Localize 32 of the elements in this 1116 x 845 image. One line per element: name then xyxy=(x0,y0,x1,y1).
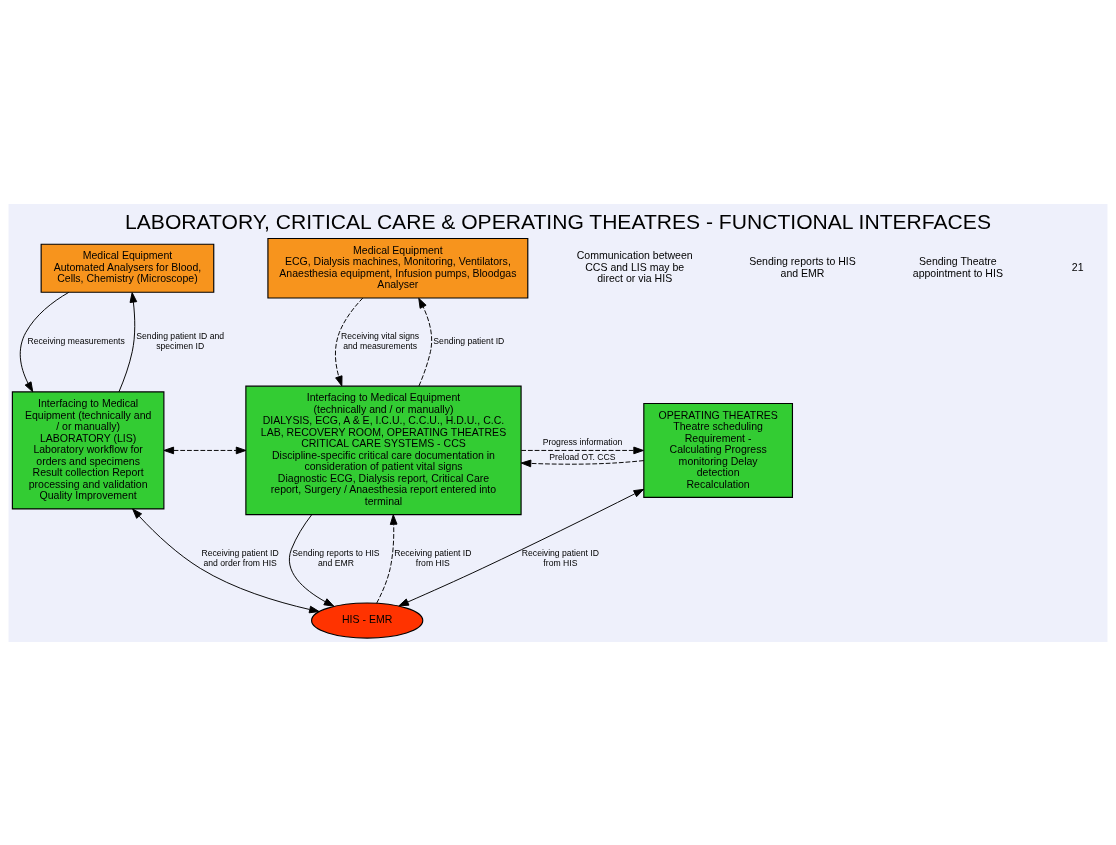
edge-label: Receiving vital signs and measurements xyxy=(341,330,420,351)
label: Sending Theatre appointment to HIS xyxy=(912,254,1003,279)
arrow xyxy=(418,297,433,386)
edge-label: Receiving patient ID and order from HIS xyxy=(201,547,279,568)
arrow xyxy=(376,513,398,604)
arrow xyxy=(288,513,335,607)
node-box: Medical Equipment Automated Analysers for Blood, Cells, Chemistry (Microscope) xyxy=(40,243,215,293)
edge-label: Receiving patient ID from HIS xyxy=(521,547,599,568)
node-box: Interfacing to Medical Equipment (technically and / or manually) DIALYSIS, ECG, A & E, I.C.U., C.C.U., H.D.U., C.C. LAB, RECOVERY ROOM, OPERATING THEATRES CRITICAL CARE SYSTEMS - CCS Discipline-specific critical care documentation in consideration of patient vital signs Diagnostic ECG, Dialysis report, Critical Care report, Surgery / Anaesthesia report entered into terminal xyxy=(245,385,522,515)
arrow xyxy=(118,291,138,392)
node-box: Interfacing to Medical Equipment (technically and / or manually) LABORATORY (LIS) Laboratory workflow for orders and specimens Result collection Report processing and validation Quality Improvement xyxy=(11,390,165,509)
label: 21 xyxy=(1071,260,1084,273)
arrow xyxy=(398,488,645,606)
edge-label: Preload OT. CCS xyxy=(549,451,616,462)
edge-label: Sending patient ID xyxy=(433,335,505,346)
edge-label: Progress information xyxy=(542,436,623,447)
edge-label: Receiving patient ID from HIS xyxy=(394,547,472,568)
arrow xyxy=(334,297,364,386)
edge-label: Receiving measurements xyxy=(27,335,125,346)
arrow xyxy=(163,446,247,454)
node-box: OPERATING THEATRES Theatre scheduling Requirement - Calculating Progress monitoring Delay detection Recalculation xyxy=(643,402,794,498)
arrow xyxy=(19,291,70,392)
label: Communication between CCS and LIS may be direct or via HIS xyxy=(576,248,693,284)
diagram-title: LABORATORY, CRITICAL CARE & OPERATING THEATRES - FUNCTIONAL INTERFACES xyxy=(125,209,991,233)
arrow xyxy=(132,508,320,613)
arrow xyxy=(520,446,644,454)
edge-label: Sending patient ID and specimen ID xyxy=(136,330,225,351)
arrow xyxy=(520,459,645,467)
node-box: Medical Equipment ECG, Dialysis machines, Monitoring, Ventilators, Anaesthesia equipment, Infusion pumps, Bloodgas Analyser xyxy=(267,237,529,299)
label: Sending reports to HIS and EMR xyxy=(749,254,856,279)
node-ellipse: HIS - EMR xyxy=(311,601,424,639)
edge-label: Sending reports to HIS and EMR xyxy=(292,547,380,568)
